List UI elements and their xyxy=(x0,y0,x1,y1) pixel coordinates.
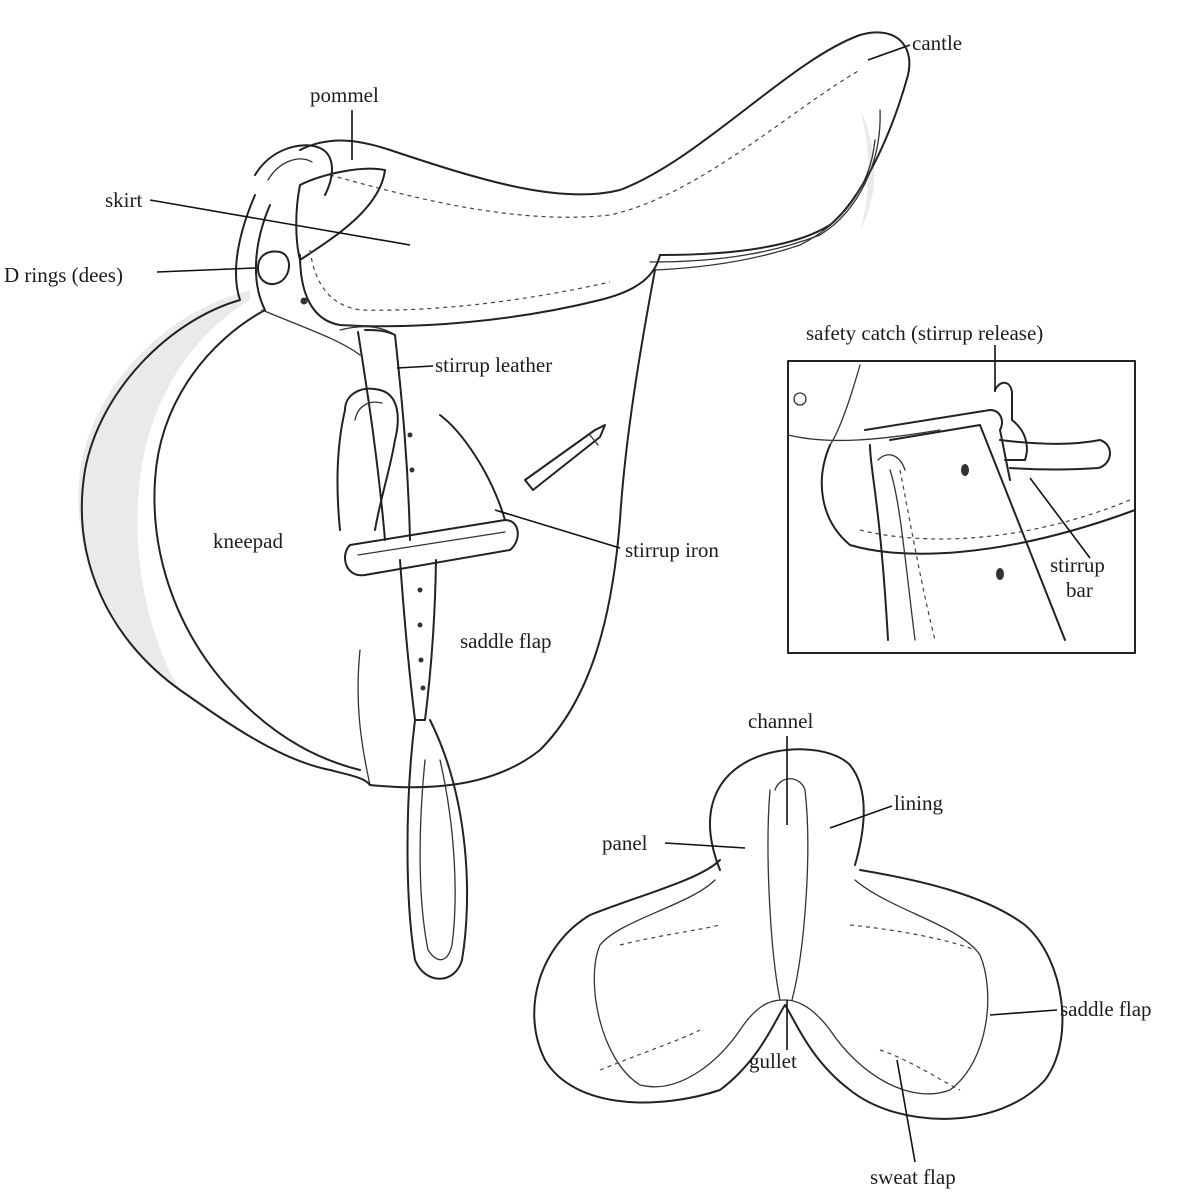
leather-left-top xyxy=(357,331,386,541)
label-channel: channel xyxy=(748,709,813,733)
leather-hole xyxy=(409,467,415,473)
kneepad-inner xyxy=(153,204,361,771)
inset-bar-plate xyxy=(820,444,1136,555)
cantle-layer-1 xyxy=(649,109,881,263)
label-stirrup-iron: stirrup iron xyxy=(625,538,719,562)
d-ring xyxy=(257,250,290,286)
kneepad-shade xyxy=(78,290,251,690)
leader-stirrup-leather xyxy=(396,365,434,369)
kneepad-outer xyxy=(80,194,371,786)
inset-frame xyxy=(787,360,1136,654)
kneepad-top-seam xyxy=(261,309,361,356)
seat-stitching xyxy=(329,69,861,218)
iron-arm-inner xyxy=(354,401,383,421)
inset-rivet xyxy=(793,392,807,406)
underside-panel-top xyxy=(709,748,865,871)
label-lining: lining xyxy=(894,791,944,815)
label-stirrup-leather: stirrup leather xyxy=(435,353,552,377)
label-safety-catch: safety catch (stirrup release) xyxy=(806,321,1043,345)
skirt-lower-edge xyxy=(299,254,661,328)
inset-hole xyxy=(996,568,1004,580)
cantle-layer-2 xyxy=(654,139,876,271)
iron-tread xyxy=(344,519,519,577)
label-stirrup-bar-1: stirrup xyxy=(1050,553,1105,577)
d-ring-rivet xyxy=(300,297,308,305)
leader-sweat-flap xyxy=(896,1059,916,1163)
label-panel: panel xyxy=(602,831,648,855)
inset-hole xyxy=(961,464,969,476)
leader-cantle xyxy=(867,44,911,61)
leader-d-rings xyxy=(156,267,256,273)
leather-hole xyxy=(420,685,426,691)
saddle-underside-view xyxy=(533,736,1064,1163)
leather-loop xyxy=(406,719,469,980)
leather-lower xyxy=(399,559,437,721)
inset-bar-stitching xyxy=(859,499,1131,540)
saddle-flap-front xyxy=(357,649,371,786)
leader-skirt xyxy=(149,199,411,246)
label-stirrup-bar-2: bar xyxy=(1066,578,1093,602)
stirrup-bar-inset xyxy=(787,345,1136,654)
seat-outline xyxy=(299,31,911,256)
skirt-stitching xyxy=(309,249,611,311)
leather-loop-inner xyxy=(419,759,456,961)
main-leaders xyxy=(149,44,911,549)
inset-bar xyxy=(999,439,1111,471)
iron-left-outer xyxy=(336,409,346,531)
underside-channel-left xyxy=(767,789,781,1001)
leader-stirrup-iron xyxy=(494,509,621,549)
label-cantle: cantle xyxy=(912,31,962,55)
inset-leather-left xyxy=(869,444,889,641)
pommel-inner xyxy=(267,158,313,181)
label-saddle-flap: saddle flap xyxy=(460,629,552,653)
iron-left-arm xyxy=(344,387,399,531)
label-pommel: pommel xyxy=(310,83,379,107)
inset-leather-right xyxy=(889,424,1066,641)
skirt-upper xyxy=(295,167,386,261)
arrow-mark xyxy=(524,424,606,491)
leader-lining xyxy=(829,805,893,829)
inset-leather-stitching xyxy=(899,469,936,641)
saddle-flap-outline xyxy=(369,269,656,789)
underside-sweat-flap-right xyxy=(784,879,989,1095)
underside-stitch-right xyxy=(849,924,976,951)
underside-flap-outline xyxy=(533,859,1064,1120)
iron-tread-line xyxy=(357,531,506,556)
leader-stirrup-bar xyxy=(1029,477,1091,559)
label-gullet: gullet xyxy=(749,1049,797,1073)
underside-stitch-left-low xyxy=(599,1029,701,1071)
underside-stitch-left xyxy=(619,924,721,946)
leather-right-top xyxy=(364,329,411,541)
underside-sweat-flap-left xyxy=(593,879,786,1088)
underside-channel-right xyxy=(791,789,809,1001)
label-kneepad: kneepad xyxy=(213,529,283,553)
inset-panel-curve xyxy=(829,364,861,446)
inset-buckle-ring xyxy=(877,454,906,471)
inset-safety-catch xyxy=(994,381,1028,461)
saddle-side-view xyxy=(78,31,911,980)
iron-right-arm xyxy=(439,414,506,521)
leather-hole xyxy=(407,432,413,438)
leather-hole xyxy=(418,657,424,663)
inset-buckle-top xyxy=(864,409,1011,481)
label-d-rings: D rings (dees) xyxy=(4,263,123,287)
leader-panel xyxy=(664,842,746,849)
cantle-shade xyxy=(860,110,875,230)
label-skirt: skirt xyxy=(105,188,143,212)
leather-hole xyxy=(417,622,423,628)
label-sweat-flap: sweat flap xyxy=(870,1165,956,1189)
label-saddle-flap-under: saddle flap xyxy=(1060,997,1152,1021)
labels: cantle pommel skirt D rings (dees) stirr… xyxy=(4,31,1152,1189)
leather-hole xyxy=(417,587,423,593)
inset-leather-fold xyxy=(889,469,916,641)
arrow-mark-detail xyxy=(589,434,599,446)
leader-saddle-flap-under xyxy=(989,1009,1058,1016)
inset-panel-edge xyxy=(787,429,941,442)
underside-stitch-right-low xyxy=(879,1049,961,1091)
underside-channel-top xyxy=(774,778,806,791)
pommel-outline xyxy=(254,144,333,196)
